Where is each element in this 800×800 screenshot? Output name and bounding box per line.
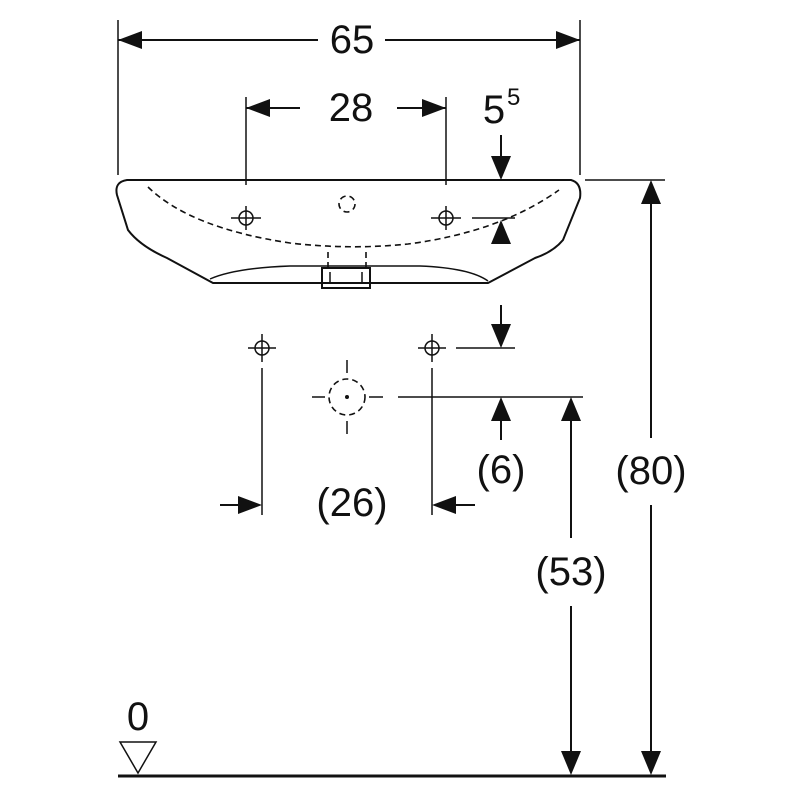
- right-tap-hole-icon: [431, 206, 461, 230]
- waste-offset-label: (6): [477, 448, 526, 492]
- floor-level-label: 0: [127, 695, 149, 739]
- floor-level-triangle-icon: [118, 741, 158, 775]
- center-tap-hole-icon: [338, 195, 356, 213]
- waste-height-dimension: (53): [535, 397, 607, 775]
- tap-hole-spacing-label: 28: [329, 86, 374, 130]
- left-tap-hole-icon: [231, 206, 261, 230]
- overall-width-label: 65: [330, 18, 375, 62]
- waste-height-label: (53): [535, 550, 606, 594]
- fixing-spacing-label: (26): [316, 481, 387, 525]
- waste-outlet-icon: [312, 360, 383, 434]
- overall-width-dimension: 65: [117, 18, 581, 175]
- rim-height-label: (80): [615, 449, 686, 493]
- washbasin-outline: [115, 179, 582, 289]
- left-fixing-point-icon: [248, 334, 276, 515]
- waste-offset-dimension: (6): [398, 305, 583, 492]
- floor-level-marker: 0: [118, 695, 666, 778]
- rim-depth-superscript: 5: [507, 84, 520, 111]
- rim-depth-label: 5: [483, 88, 505, 132]
- rim-depth-dimension: 5 5: [472, 84, 520, 244]
- tap-hole-spacing-dimension: 28: [245, 86, 447, 185]
- right-fixing-point-icon: [418, 334, 446, 515]
- fixing-spacing-dimension: (26): [220, 481, 475, 525]
- rim-height-dimension: (80): [585, 179, 687, 775]
